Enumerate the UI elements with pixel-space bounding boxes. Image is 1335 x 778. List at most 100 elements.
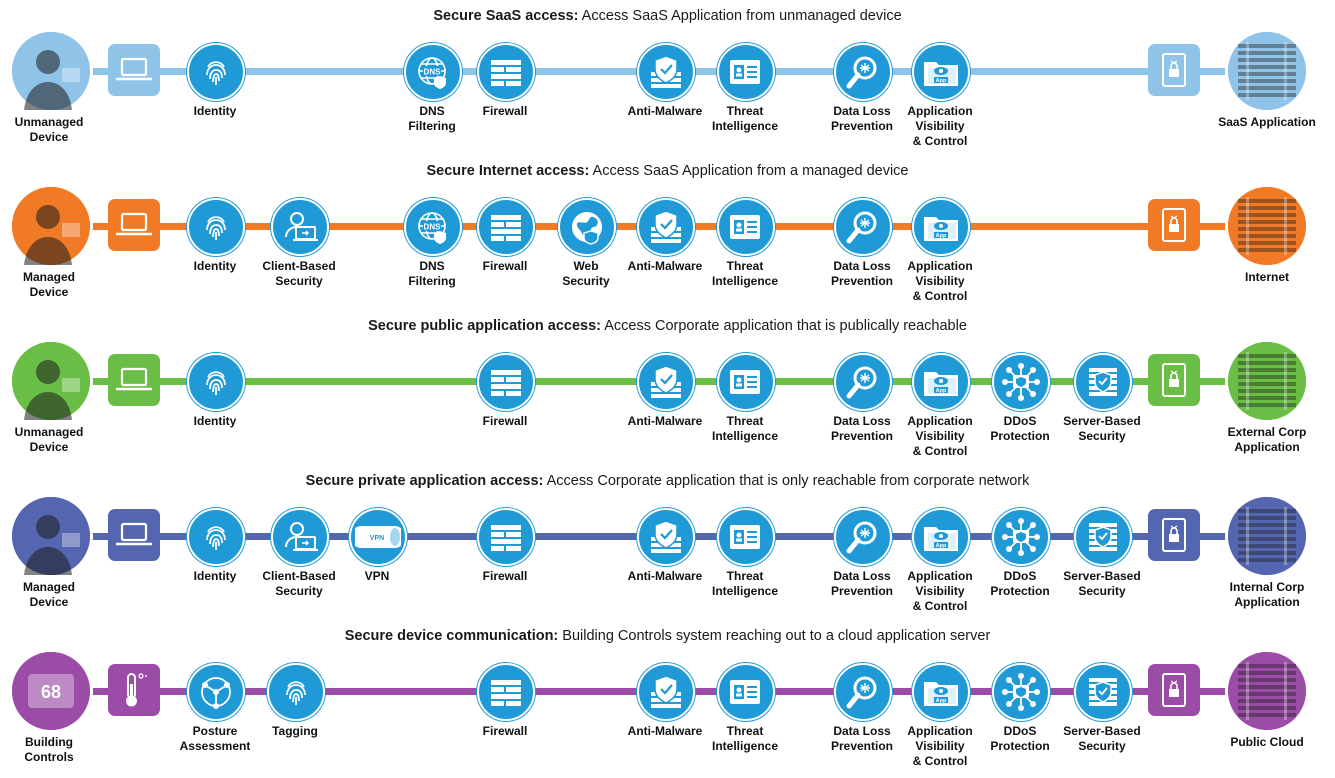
svg-text:68: 68 [41, 682, 61, 702]
app-folder-icon: App [912, 353, 970, 411]
security-function-label: Data Loss Prevention [830, 724, 893, 753]
anti-malware-shield-icon [637, 198, 695, 256]
secure-gateway-lock-icon [1148, 664, 1200, 716]
secure-gateway-lock-icon [1148, 509, 1200, 561]
security-function-label: Identity [193, 104, 237, 118]
web-security-icon [558, 198, 616, 256]
security-function-label: Firewall [482, 724, 528, 738]
security-function-label: Client-Based Security [262, 569, 336, 598]
security-function-label: DNS Filtering [408, 259, 456, 288]
security-function-label: Anti-Malware [627, 104, 703, 118]
user-device-photo [9, 494, 93, 578]
firewall-icon [477, 663, 535, 721]
security-function-label: Threat Intelligence [711, 259, 779, 288]
security-function-label: Tagging [272, 724, 318, 738]
security-function-label: Firewall [482, 569, 528, 583]
security-function-label: DDoS Protection [990, 724, 1050, 753]
destination-label: Internet [1244, 270, 1289, 284]
fingerprint-icon [187, 353, 245, 411]
row-title-bold: Secure SaaS access: [433, 8, 579, 24]
svg-text:App: App [936, 78, 947, 84]
row-title-bold: Secure private application access: [305, 473, 544, 489]
security-function-label: DDoS Protection [990, 414, 1050, 443]
security-function-label: DNS Filtering [408, 104, 456, 133]
security-function-label: Application Visibility & Control [907, 724, 973, 768]
destination-server-photo [1225, 649, 1309, 733]
fingerprint-icon [187, 198, 245, 256]
security-function-label: Application Visibility & Control [907, 414, 973, 458]
security-function-label: Anti-Malware [627, 259, 703, 273]
security-function-label: Firewall [482, 414, 528, 428]
row-title-bold: Secure public application access: [368, 318, 601, 334]
firewall-icon [477, 508, 535, 566]
start-endpoint-label: Managed Device [22, 580, 75, 609]
security-function-label: Identity [193, 414, 237, 428]
security-function-label: DDoS Protection [990, 569, 1050, 598]
ddos-hub-icon [992, 508, 1050, 566]
security-function-label: Data Loss Prevention [830, 259, 893, 288]
posture-assessment-icon [187, 663, 245, 721]
app-folder-icon: App [912, 198, 970, 256]
security-function-label: Threat Intelligence [711, 569, 779, 598]
security-function-label: Firewall [482, 104, 528, 118]
security-function-label: Identity [193, 259, 237, 273]
app-folder-icon: App [912, 663, 970, 721]
laptop-icon [108, 509, 160, 561]
use-case-row: Secure private application access: Acces… [0, 473, 1335, 623]
server-security-icon [1074, 508, 1132, 566]
server-security-icon [1074, 663, 1132, 721]
anti-malware-shield-icon [637, 353, 695, 411]
threat-intelligence-icon [717, 43, 775, 101]
anti-malware-shield-icon [637, 43, 695, 101]
row-title-bold: Secure Internet access: [426, 163, 590, 179]
svg-text:DNS: DNS [424, 223, 442, 232]
ddos-hub-icon [992, 353, 1050, 411]
fingerprint-icon [187, 508, 245, 566]
tagging-fingerprint-icon [267, 663, 325, 721]
magnifier-icon [834, 508, 892, 566]
laptop-icon [108, 199, 160, 251]
secure-gateway-lock-icon [1148, 199, 1200, 251]
magnifier-icon [834, 43, 892, 101]
row-title: Secure public application access: Access… [0, 318, 1335, 334]
magnifier-icon [834, 353, 892, 411]
row-title-bold: Secure device communication: [344, 628, 559, 644]
svg-text:VPN: VPN [370, 535, 384, 542]
destination-label: External Corp Application [1227, 425, 1307, 454]
svg-text:DNS: DNS [424, 68, 442, 77]
svg-text:App: App [936, 388, 947, 394]
building-controls-photo: 68 [9, 649, 93, 733]
destination-server-photo [1225, 339, 1309, 423]
use-case-row: Secure public application access: Access… [0, 318, 1335, 468]
security-function-label: Anti-Malware [627, 414, 703, 428]
security-function-label: Application Visibility & Control [907, 104, 973, 148]
security-function-label: Anti-Malware [627, 569, 703, 583]
use-case-row: Secure Internet access: Access SaaS Appl… [0, 163, 1335, 313]
start-endpoint-label: Unmanaged Device [14, 425, 84, 454]
row-title: Secure device communication: Building Co… [0, 628, 1335, 644]
row-title-description: Access SaaS Application from unmanaged d… [578, 8, 902, 24]
security-function-label: Identity [193, 569, 237, 583]
security-function-label: Application Visibility & Control [907, 259, 973, 303]
row-title: Secure private application access: Acces… [0, 473, 1335, 489]
security-function-label: Posture Assessment [179, 724, 251, 753]
security-function-label: VPN [364, 569, 390, 583]
security-function-label: Server-Based Security [1063, 414, 1141, 443]
security-function-label: Server-Based Security [1063, 724, 1141, 753]
laptop-icon [108, 354, 160, 406]
svg-text:App: App [936, 233, 947, 239]
ddos-hub-icon [992, 663, 1050, 721]
destination-label: Internal Corp Application [1229, 580, 1305, 609]
destination-server-photo [1225, 184, 1309, 268]
security-function-label: Anti-Malware [627, 724, 703, 738]
row-title-description: Access SaaS Application from a managed d… [589, 163, 909, 179]
secure-gateway-lock-icon [1148, 44, 1200, 96]
security-function-label: Threat Intelligence [711, 724, 779, 753]
server-security-icon [1074, 353, 1132, 411]
security-function-label: Web Security [562, 259, 610, 288]
threat-intelligence-icon [717, 663, 775, 721]
row-title-description: Building Controls system reaching out to… [558, 628, 991, 644]
firewall-icon [477, 353, 535, 411]
security-function-label: Client-Based Security [262, 259, 336, 288]
dns-globe-icon: DNS [404, 43, 462, 101]
